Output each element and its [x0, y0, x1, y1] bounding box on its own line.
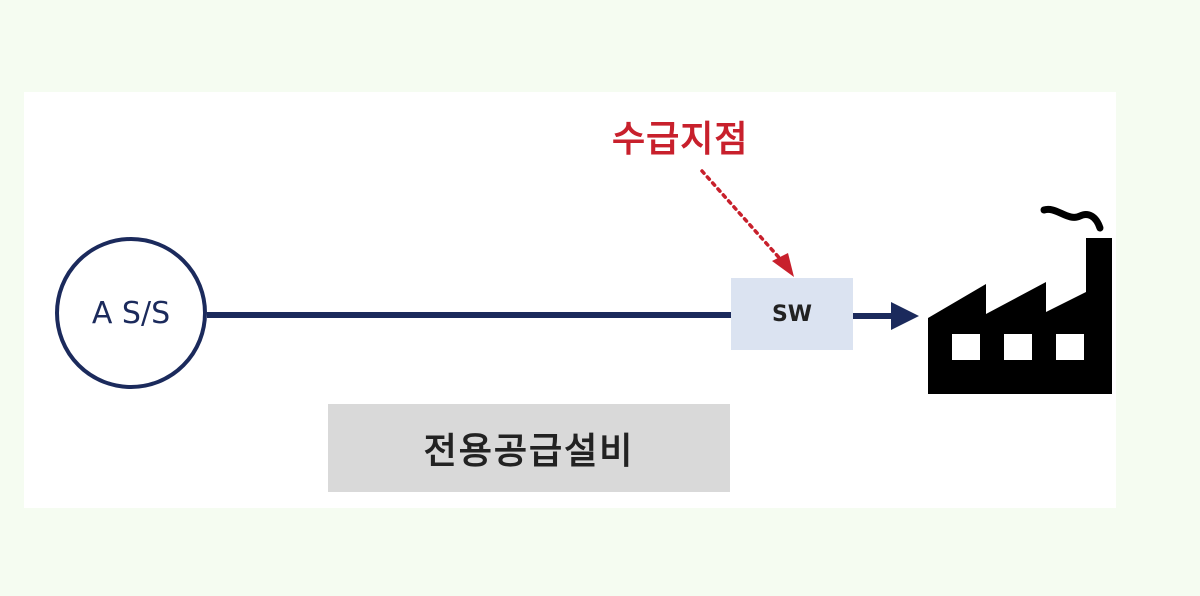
substation-node: A S/S	[55, 237, 207, 389]
switch-box: SW	[731, 278, 853, 350]
dedicated-supply-line	[207, 312, 732, 318]
dedicated-supply-facility-box: 전용공급설비	[328, 404, 730, 492]
substation-label: A S/S	[91, 295, 171, 331]
switch-label: SW	[771, 301, 813, 327]
supply-point-label: 수급지점	[612, 119, 749, 160]
dedicated-supply-facility-label: 전용공급설비	[423, 431, 635, 472]
factory-icon	[928, 205, 1112, 394]
arrow-right-icon	[853, 302, 919, 330]
dotted-arrow-down-icon	[700, 169, 794, 277]
